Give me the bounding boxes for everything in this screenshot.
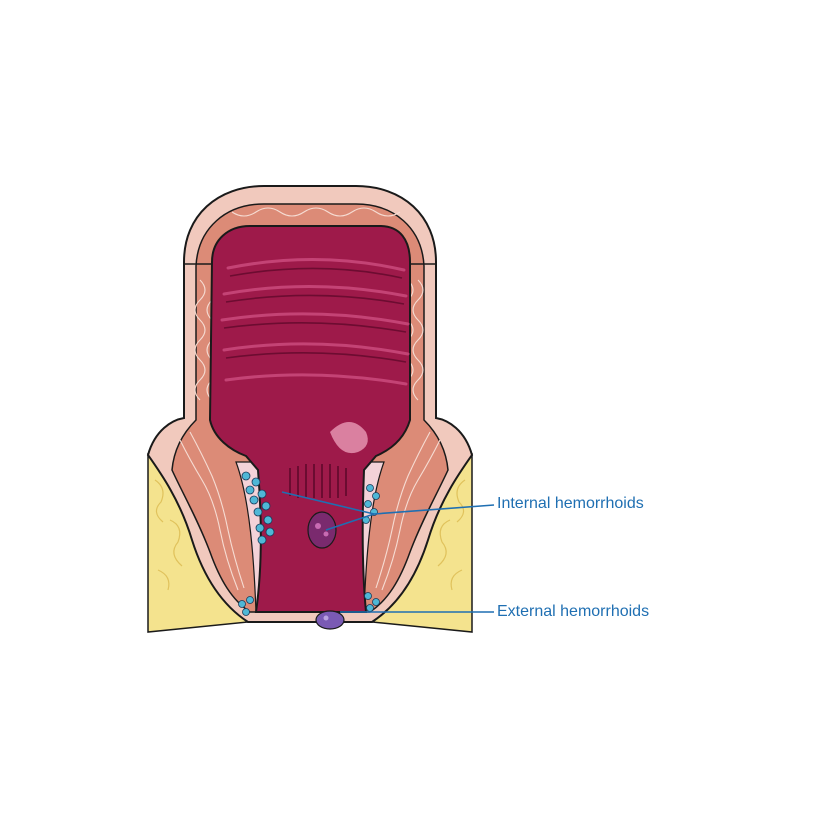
rectal-folds <box>220 258 410 386</box>
external-hemorrhoid-icon <box>315 610 345 630</box>
external-hemorrhoids-label: External hemorrhoids <box>497 603 650 620</box>
venous-plexus-right <box>362 484 380 612</box>
leader-lines <box>281 491 495 613</box>
venous-plexus-left <box>238 471 275 616</box>
mucosa-highlight <box>330 422 368 454</box>
internal-hemorrhoids-label: Internal hemorrhoids <box>497 495 644 512</box>
internal-hemorrhoid-icon <box>307 511 337 549</box>
anal-columns <box>289 464 347 498</box>
fold-shadows <box>223 267 407 363</box>
leader-internal-branch <box>325 513 375 531</box>
fat-lobules <box>154 479 466 591</box>
rectum-mucosa <box>208 225 411 613</box>
